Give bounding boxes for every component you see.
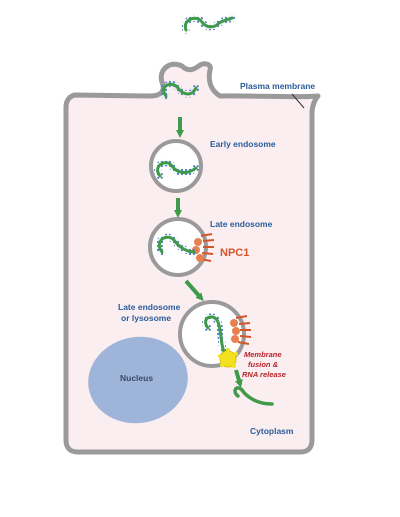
- label-cytoplasm: Cytoplasm: [250, 426, 294, 436]
- label-fusion-3: RNA release: [242, 370, 286, 379]
- virus-late: [155, 233, 198, 256]
- label-late-endosome-or-lysosome-2: or lysosome: [121, 313, 171, 323]
- virus-early: [154, 159, 200, 180]
- virus-free: [181, 14, 236, 34]
- released-rna: [233, 386, 274, 406]
- label-late-endosome: Late endosome: [210, 219, 273, 229]
- label-late-endosome-or-lysosome-1: Late endosome: [118, 302, 181, 312]
- label-npc1: NPC1: [220, 247, 249, 259]
- label-fusion-2: fusion &: [248, 360, 278, 369]
- virus-lysosome: [202, 313, 230, 360]
- arrow-4: [234, 369, 243, 388]
- arrow-3: [184, 279, 204, 301]
- nucleus: [88, 336, 188, 424]
- npc1-receptors-2: [230, 315, 252, 345]
- fusion-burst: [218, 348, 238, 368]
- virus-internalizing: [160, 80, 200, 100]
- label-plasma-membrane: Plasma membrane: [240, 81, 315, 91]
- label-fusion-1: Membrane: [244, 350, 282, 359]
- npc1-receptors-1: [192, 233, 215, 262]
- label-early-endosome: Early endosome: [210, 139, 276, 149]
- plasma-membrane-leader: [291, 93, 305, 109]
- label-nucleus: Nucleus: [120, 373, 153, 383]
